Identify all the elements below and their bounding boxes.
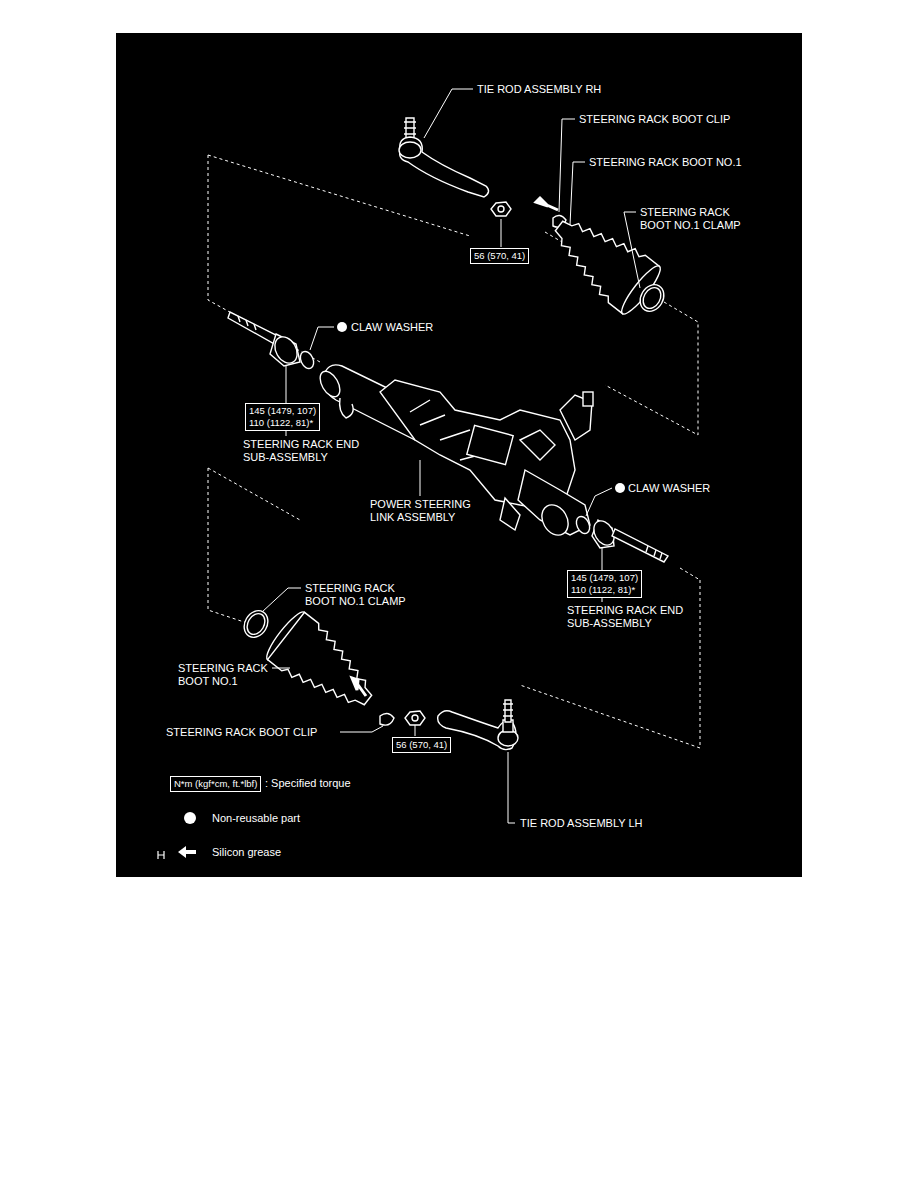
torque-value: 56 (570, 41)	[396, 739, 447, 751]
black-ground	[116, 33, 802, 877]
part-name: TIE ROD ASSEMBLY LH	[520, 817, 642, 830]
part-name: STEERING RACK BOOT CLIP	[166, 726, 317, 739]
grease-arrow	[352, 678, 366, 696]
dashed-group-outline	[208, 155, 700, 748]
part-drawings	[228, 118, 669, 750]
torque-value: 145 (1479, 107)	[249, 405, 316, 417]
part-name: STEERING RACK BOOT NO.1 CLAMP	[305, 582, 415, 608]
part-name: CLAW WASHER	[351, 321, 433, 334]
torque-value: N*m (kgf*cm, ft.*lbf)	[174, 778, 257, 790]
torque-value: 145 (1479, 107)	[571, 572, 638, 584]
part-name: STEERING RACK END SUB-ASSEMBLY	[567, 604, 692, 630]
torque-box: 56 (570, 41)	[392, 737, 451, 753]
torque-value: 56 (570, 41)	[474, 250, 525, 262]
part-name: CLAW WASHER	[628, 482, 710, 495]
torque-box: 145 (1479, 107)110 (1122, 81)*	[567, 570, 642, 598]
torque-box: 56 (570, 41)	[470, 248, 529, 264]
part-name: STEERING RACK BOOT CLIP	[579, 113, 730, 126]
legend-text: Silicon grease	[212, 846, 281, 859]
torque-value: 110 (1122, 81)*	[249, 417, 316, 429]
part-name: TIE ROD ASSEMBLY RH	[477, 83, 601, 96]
part-name: POWER STEERING LINK ASSEMBLY	[370, 498, 480, 524]
grease-arrow	[536, 198, 558, 210]
part-name: STEERING RACK END SUB-ASSEMBLY	[243, 438, 368, 464]
legend-text: : Specified torque	[265, 777, 351, 790]
non-reusable-dot	[615, 483, 625, 493]
part-name: STEERING RACK BOOT NO.1	[589, 156, 742, 169]
torque-box: N*m (kgf*cm, ft.*lbf)	[170, 776, 261, 792]
legend-arrow	[178, 846, 196, 858]
legend-dot	[184, 812, 196, 824]
part-name: STEERING RACK BOOT NO.1 CLAMP	[640, 206, 750, 232]
part-name: STEERING RACK BOOT NO.1	[178, 662, 273, 688]
figure-code-mark	[158, 851, 164, 859]
legend-text: Non-reusable part	[212, 812, 300, 825]
torque-value: 110 (1122, 81)*	[571, 584, 638, 596]
torque-box: 145 (1479, 107)110 (1122, 81)*	[245, 403, 320, 431]
non-reusable-dot	[337, 322, 347, 332]
